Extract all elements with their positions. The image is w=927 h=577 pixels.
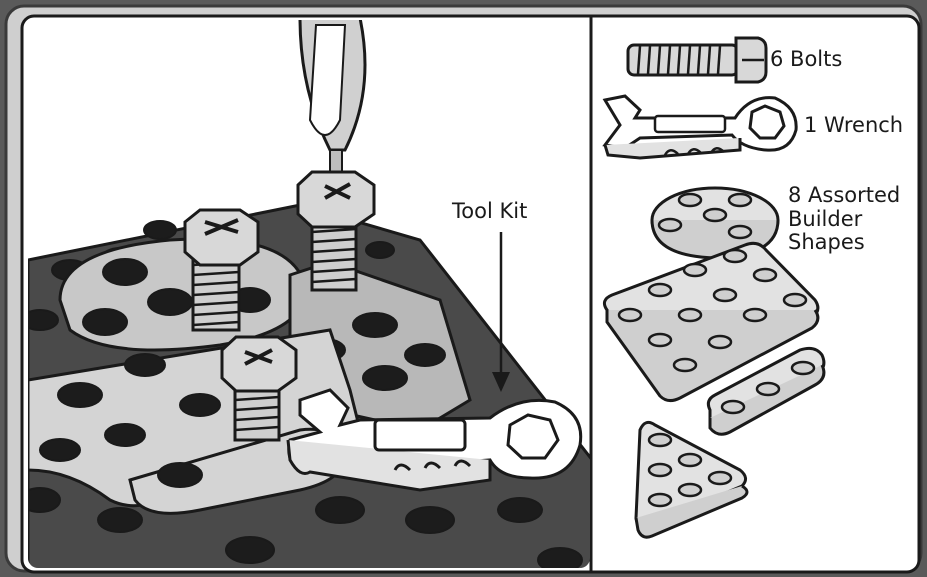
bolts-label: 6 Bolts — [770, 47, 843, 71]
wrench-icon — [286, 388, 583, 492]
bolt-icon — [220, 335, 298, 442]
shapes-label-line-1: 8 Assorted — [788, 183, 901, 207]
tool-kit-label: Tool Kit — [452, 199, 528, 223]
builder-plate-icon — [634, 420, 749, 539]
builder-plate-icon — [706, 346, 826, 436]
builder-plate-icon — [602, 241, 820, 403]
strip-plate-holes — [39, 353, 221, 488]
screwdriver-icon — [298, 20, 367, 181]
arrow-down-icon — [492, 232, 510, 392]
bolt-icon — [626, 36, 768, 84]
wrench-icon — [602, 94, 798, 160]
assembly-scene — [28, 20, 590, 568]
shapes-label-line-2: Builder — [788, 206, 863, 231]
bolt-icon — [296, 170, 376, 292]
shapes-label-line-3: Shapes — [788, 230, 865, 255]
wrench-label: 1 Wrench — [804, 113, 904, 137]
builder-plate-icon — [650, 186, 780, 260]
shapes-label: 8 Assorted Builder Shapes — [788, 183, 901, 255]
parts-list — [602, 36, 826, 539]
bolt-icon — [183, 208, 260, 332]
